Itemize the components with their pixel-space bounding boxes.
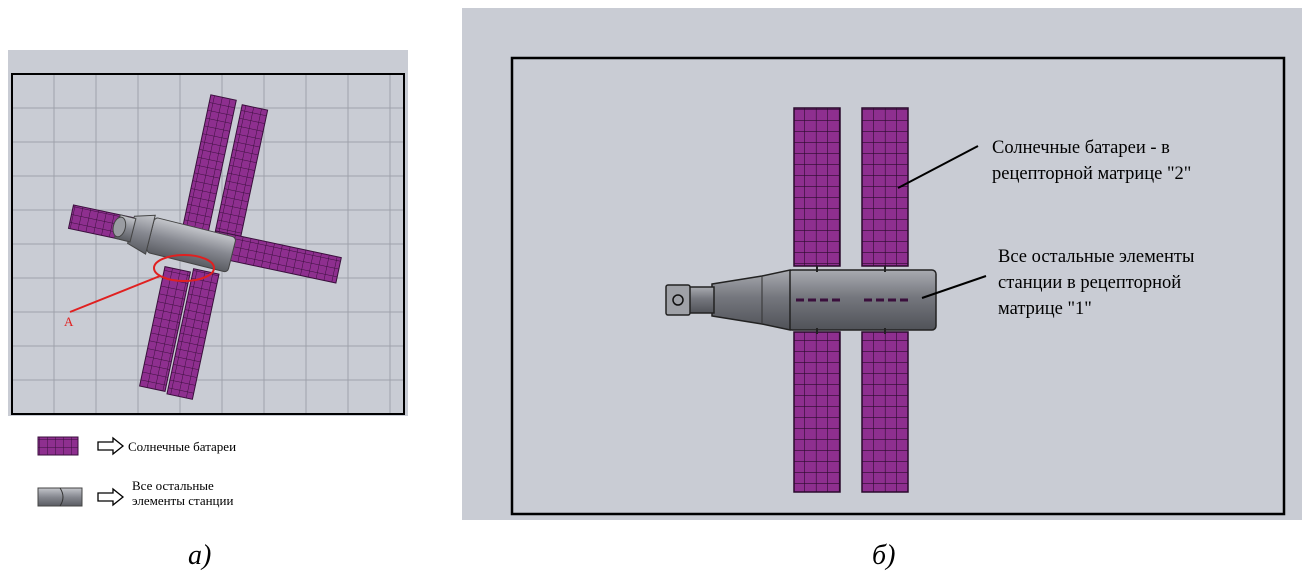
solar-panel [139,266,191,392]
viewport-frame-a [11,73,405,415]
marker-a: A [64,254,215,329]
solar-panel [861,331,909,493]
marker-label: A [64,314,74,329]
solar-panel [166,268,220,400]
arrow-right-icon [97,487,125,507]
panel-b: Солнечные батареи - в рецепторной матриц… [462,8,1302,520]
solar-panel [793,331,841,493]
docking-port [687,286,715,314]
station-body-a [112,214,236,273]
legend-a: Солнечные батареи Все остальные элементы… [37,436,236,508]
callout-body-line2: станции в рецепторной [998,273,1181,293]
legend-body-label-line2: элементы станции [132,493,233,508]
callout-solar-line1: Солнечные батареи - в [992,138,1170,158]
caption-a: а) [188,540,212,571]
highlight-ellipse [153,254,215,282]
callout-line-body [921,275,987,299]
callout-solar-line2: рецепторной матрице "2" [992,164,1191,184]
arrow-right-icon [97,436,125,456]
callout-line-solar [897,145,979,189]
callout-body-line3: матрице "1" [998,299,1092,319]
docking-hatch [665,284,691,316]
panel-a: A Солнечные батареи Все остальные элемен… [8,50,408,508]
solar-panel-swatch-icon [37,436,79,456]
legend-body-label-line1: Все остальные [132,478,214,493]
legend-solar-label: Солнечные батареи [128,439,236,454]
viewport-frame-b [510,56,1286,516]
callout-body-line1: Все остальные элементы [998,247,1194,267]
caption-b: б) [872,540,896,571]
station-body-b [665,266,937,334]
solar-panel [793,107,841,267]
marker-leader-line [69,275,161,313]
station-body-swatch-icon [37,487,83,507]
